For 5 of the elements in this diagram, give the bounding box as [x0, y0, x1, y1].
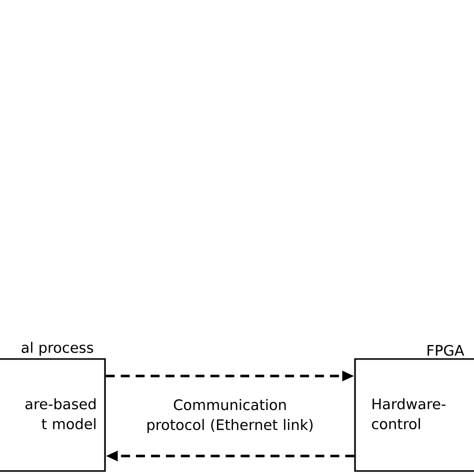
process-box: Hardware- control	[354, 358, 474, 472]
heading: FPGA	[428, 344, 464, 356]
link-label: Communication protocol (Ethernet link)	[148, 399, 313, 433]
heading: al process	[22, 342, 94, 356]
process-box: are-based t model	[0, 358, 106, 472]
